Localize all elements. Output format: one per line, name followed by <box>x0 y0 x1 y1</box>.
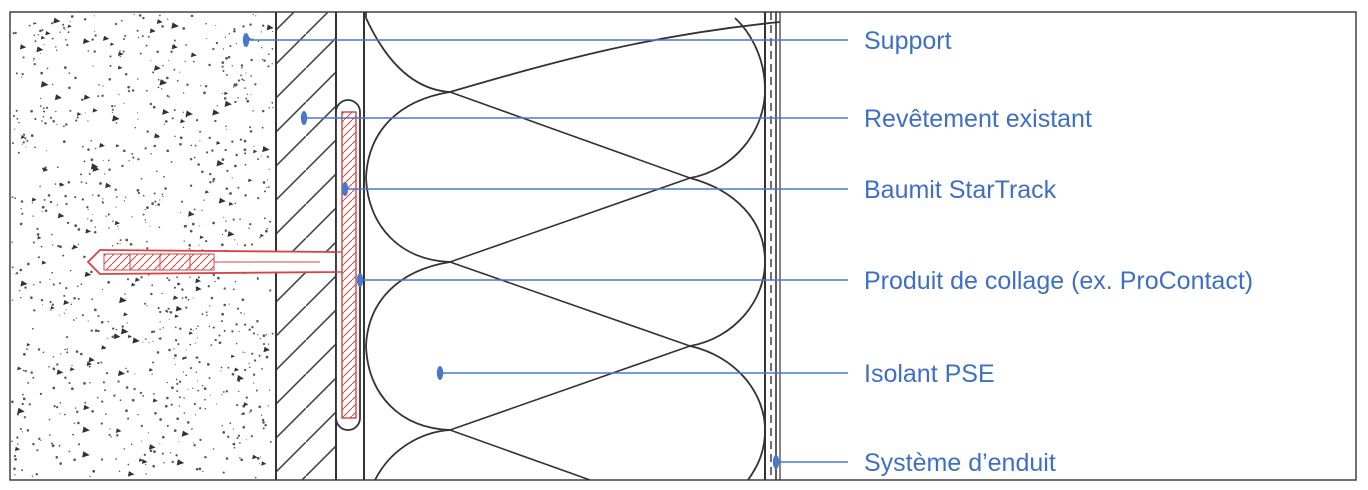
callout-collage: Produit de collage (ex. ProContact) <box>356 267 1253 295</box>
eps-insulation-layer <box>365 12 781 480</box>
frame-border <box>9 11 1357 481</box>
callout-group: Support Revêtement existant Baumit StarT… <box>242 27 1253 477</box>
label-support: Support <box>864 27 952 55</box>
startrack-anchor <box>86 99 361 431</box>
callout-support: Support <box>242 27 952 55</box>
label-isolant: Isolant PSE <box>864 360 995 388</box>
concrete-support-layer <box>11 13 274 479</box>
label-startrack: Baumit StarTrack <box>864 176 1057 204</box>
label-collage: Produit de collage (ex. ProContact) <box>864 267 1253 295</box>
callout-enduit: Système d’enduit <box>772 449 1056 477</box>
existing-cladding-layer <box>275 12 337 480</box>
callout-startrack: Baumit StarTrack <box>341 176 1057 204</box>
callout-revetement: Revêtement existant <box>300 105 1092 133</box>
label-enduit: Système d’enduit <box>864 449 1056 477</box>
label-revetement: Revêtement existant <box>864 105 1092 133</box>
render-system-layer <box>764 12 781 480</box>
callout-isolant: Isolant PSE <box>436 360 995 388</box>
